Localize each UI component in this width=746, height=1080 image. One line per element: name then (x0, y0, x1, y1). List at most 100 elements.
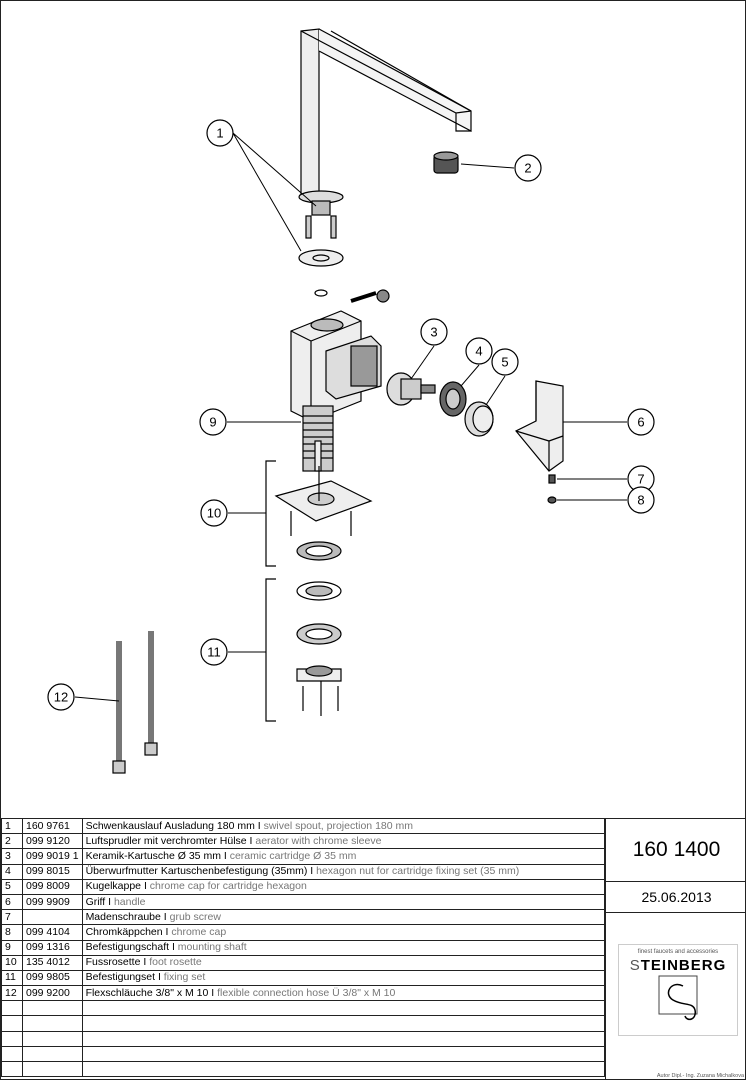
foot-rosette (274, 466, 373, 561)
description-de: Griff I (85, 895, 112, 908)
empty-row (1, 1060, 606, 1078)
callout-circle (47, 683, 75, 711)
article-no: 099 9019 1 (22, 848, 83, 865)
callout-circle (420, 318, 448, 346)
callout-1: 1 (206, 119, 234, 147)
group-brackets (265, 460, 276, 722)
callout-4: 4 (465, 337, 493, 365)
swivel-spout (298, 28, 472, 297)
callout-circle (200, 499, 228, 527)
position: 1 (1, 817, 23, 835)
article-no: 099 9120 (22, 833, 83, 850)
description: Griff I handle (81, 893, 606, 911)
article-no: 099 1316 (22, 939, 83, 956)
article-number: 160 1400 (606, 819, 745, 882)
description: Fussrosette I foot rosette (81, 954, 606, 971)
logo-mark-icon (658, 975, 698, 1021)
position: 10 (1, 954, 23, 971)
callout-number: 3 (430, 325, 437, 340)
position: 7 (1, 909, 23, 926)
callout-circle (465, 337, 493, 365)
position: 12 (1, 985, 23, 1002)
position: 3 (1, 848, 23, 865)
description-de: Schwenkauslauf Ausladung 180 mm I (85, 819, 261, 832)
brand-rest: TEINBERG (640, 957, 727, 974)
callout-number: 12 (54, 690, 68, 705)
article-no: 135 4012 (22, 954, 83, 971)
leader-lines (74, 132, 627, 702)
steinberg-logo: finest faucets and accessories STEINBERG (618, 944, 738, 1036)
description-en: flexible connection hose Ü 3/8" x M 10 (217, 986, 396, 999)
callout-number: 11 (207, 645, 221, 660)
description: Luftsprudler mit verchromter Hülse I aer… (81, 833, 606, 850)
description-en: chrome cap for cartridge hexagon (149, 880, 307, 893)
callout-12: 12 (47, 683, 75, 711)
article-no: 099 4104 (22, 924, 83, 941)
description-de: Madenschraube I (85, 910, 167, 923)
description-de: Kugelkappe I (85, 880, 147, 893)
logo-tagline: finest faucets and accessories (637, 949, 719, 955)
empty-row (1, 1015, 606, 1032)
callout-circle (627, 408, 655, 436)
mounting-body (290, 289, 390, 472)
description-en: aerator with chrome sleeve (255, 834, 382, 847)
empty-row (1, 1030, 606, 1047)
description-de: Keramik-Kartusche Ø 35 mm I (85, 849, 227, 862)
callout-3: 3 (420, 318, 448, 346)
description-en: swivel spout, projection 180 mm (263, 819, 413, 832)
callout-10: 10 (200, 499, 228, 527)
empty-row (1, 1045, 606, 1063)
position: 5 (1, 878, 23, 895)
description-en: handle (113, 895, 146, 908)
callout-circle (491, 348, 519, 376)
description-de: Flexschläuche 3/8" x M 10 I (85, 986, 215, 999)
callout-5: 5 (491, 348, 519, 376)
title-block: 160 1400 25.06.2013 finest faucets and a… (605, 818, 745, 1079)
description: Kugelkappe I chrome cap for cartridge he… (81, 878, 606, 895)
description-de: Überwurfmutter Kartuschenbefestigung (35… (85, 865, 314, 878)
description: Chromkäppchen I chrome cap (81, 924, 606, 941)
callout-number: 2 (524, 161, 531, 176)
callout-7: 7 (627, 465, 655, 493)
position: 4 (1, 863, 23, 880)
description: Madenschraube I grub screw (81, 909, 606, 926)
callout-6: 6 (627, 408, 655, 436)
callout-number: 4 (475, 344, 482, 359)
article-no: 099 8015 (22, 863, 83, 880)
article-no: 099 9909 (22, 893, 83, 911)
callout-circle (206, 119, 234, 147)
description-de: Befestigungschaft I (85, 941, 175, 954)
position: 2 (1, 833, 23, 850)
callout-2: 2 (514, 154, 542, 182)
description-en: mounting shaft (177, 941, 247, 954)
position: 9 (1, 939, 23, 956)
description: Keramik-Kartusche Ø 35 mm I ceramic cart… (81, 848, 606, 865)
description-en: grub screw (169, 910, 221, 923)
callout-circle (514, 154, 542, 182)
description-en: foot rosette (149, 956, 202, 969)
description-de: Fussrosette I (85, 956, 147, 969)
brand-initial: S (629, 957, 641, 974)
callout-number: 10 (207, 506, 221, 521)
table-row: 7 Madenschraube I grub screw (1, 909, 606, 926)
article-no: 099 9200 (22, 985, 83, 1002)
callout-number: 9 (209, 415, 216, 430)
author-credit: Autor Dipl.- Ing. Zuzana Michalkova (656, 1073, 744, 1079)
aerator (433, 151, 459, 174)
callout-circle (199, 408, 227, 436)
cartridge (386, 372, 436, 406)
description: Flexschläuche 3/8" x M 10 I flexible con… (81, 985, 606, 1002)
description-en: ceramic cartridge Ø 35 mm (229, 849, 357, 862)
article-no: 099 8009 (22, 878, 83, 895)
position: 6 (1, 893, 23, 911)
description-de: Chromkäppchen I (85, 925, 169, 938)
